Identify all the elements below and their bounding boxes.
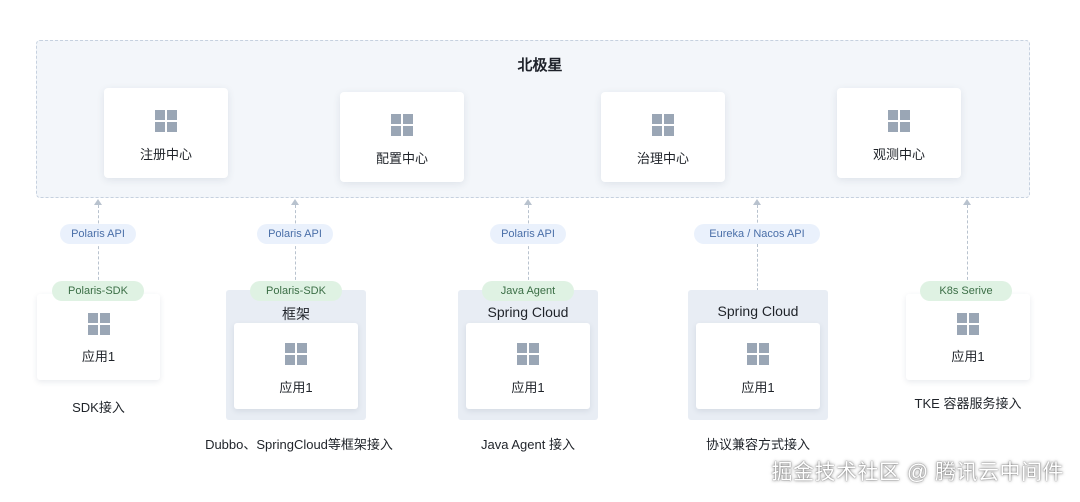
api-pill: Polaris API [490, 224, 566, 244]
grid-icon [888, 110, 910, 132]
caption: TKE 容器服务接入 [914, 396, 1022, 411]
k8s-service-pill: K8s Serive [920, 281, 1012, 301]
governance-center-card: 治理中心 [601, 92, 725, 182]
registry-center-label: 注册中心 [139, 147, 192, 162]
app-label: 应用1 [741, 380, 775, 395]
connector-line [528, 205, 529, 285]
app-label: 应用1 [279, 380, 313, 395]
grid-icon [747, 343, 769, 365]
box-title: Spring Cloud [487, 304, 569, 320]
connector-line [295, 205, 296, 285]
app-card: 应用1 [37, 294, 160, 380]
api-pill: Eureka / Nacos API [694, 224, 820, 244]
connector-line [757, 205, 758, 291]
box-title: Spring Cloud [717, 303, 799, 319]
caption: Java Agent 接入 [481, 437, 575, 452]
polaris-title: 北极星 [517, 57, 563, 74]
spring-cloud-agent-box: Spring Cloud 应用1 [458, 290, 598, 420]
arrow-up-icon [524, 199, 532, 205]
polaris-sdk-pill: Polaris-SDK [250, 281, 342, 301]
api-pill: Polaris API [60, 224, 136, 244]
arrow-up-icon [94, 199, 102, 205]
arrow-up-icon [291, 199, 299, 205]
caption: SDK接入 [72, 400, 125, 415]
governance-center-label: 治理中心 [636, 151, 689, 166]
app-label: 应用1 [511, 380, 545, 395]
app-card: 应用1 [234, 323, 358, 409]
app-label: 应用1 [951, 349, 985, 364]
watermark: 掘金技术社区 @ 腾讯云中间件 [771, 461, 1064, 484]
grid-icon [155, 110, 177, 132]
grid-icon [285, 343, 307, 365]
caption: 协议兼容方式接入 [705, 437, 810, 452]
app-card: 应用1 [466, 323, 590, 409]
observability-center-card: 观测中心 [837, 88, 961, 178]
java-agent-pill: Java Agent [482, 281, 574, 301]
arrow-up-icon [753, 199, 761, 205]
polaris-sdk-pill: Polaris-SDK [52, 281, 144, 301]
api-pill: Polaris API [257, 224, 333, 244]
spring-cloud-box: Spring Cloud 应用1 [688, 290, 828, 420]
connector-line [967, 205, 968, 285]
connector-line [98, 205, 99, 285]
config-center-label: 配置中心 [375, 151, 428, 166]
app-card: 应用1 [696, 323, 820, 409]
framework-box: 框架 应用1 [226, 290, 366, 420]
caption: Dubbo、SpringCloud等框架接入 [205, 437, 393, 452]
registry-center-card: 注册中心 [104, 88, 228, 178]
app-card: 应用1 [906, 294, 1030, 380]
config-center-card: 配置中心 [340, 92, 464, 182]
grid-icon [517, 343, 539, 365]
grid-icon [652, 114, 674, 136]
grid-icon [391, 114, 413, 136]
observability-center-label: 观测中心 [872, 147, 925, 162]
grid-icon [88, 313, 110, 335]
box-title: 框架 [282, 306, 310, 322]
app-label: 应用1 [81, 349, 116, 364]
grid-icon [957, 313, 979, 335]
arrow-up-icon [963, 199, 971, 205]
